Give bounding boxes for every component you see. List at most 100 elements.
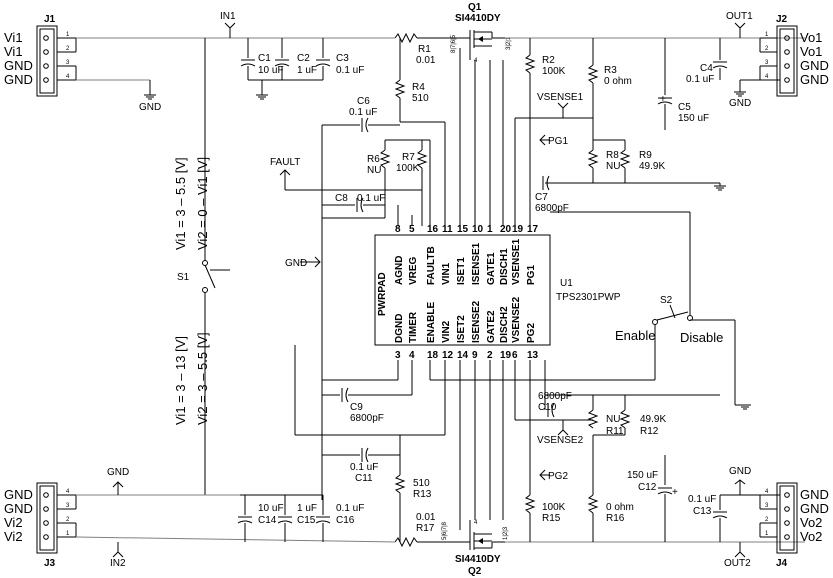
u1-bottom-pin-num: 3 xyxy=(395,350,401,361)
q2-pins-right: 1|2|3 xyxy=(503,526,509,540)
u1-top-pin-name: FAULTB xyxy=(426,246,437,285)
r15-val: 100K xyxy=(542,502,566,513)
u1-top-pin-name: ISET1 xyxy=(456,257,467,285)
gnd-label-out1: GND xyxy=(729,98,751,109)
c14-val: 10 uF xyxy=(258,503,284,514)
r1-ref: R1 xyxy=(418,44,431,55)
r4-ref: R4 xyxy=(412,82,425,93)
u1-top-pin-num: 20 xyxy=(500,224,512,235)
c15-ref: C15 xyxy=(297,515,316,526)
c12-ref: C12 xyxy=(638,482,657,493)
c3-ref: C3 xyxy=(336,53,349,64)
j3-num2: 3 xyxy=(66,503,70,509)
note-bot-b: Vi2 = 3 – 5.5 [V] xyxy=(195,332,210,425)
u1-bottom-pin-name: ISET2 xyxy=(456,315,467,343)
c4-ref: C4 xyxy=(700,63,713,74)
c8-val: 0.1 uF xyxy=(357,193,385,204)
vsense2-label: VSENSE2 xyxy=(537,435,584,446)
j4-ref: J4 xyxy=(776,558,788,569)
j2-ref: J2 xyxy=(776,14,788,25)
connector-j4: GND GND Vo2 Vo2 4 3 2 1 J4 xyxy=(759,482,829,569)
q2-gate-num: 4 xyxy=(474,520,478,526)
note-top-a: Vi1 = 3 – 5.5 [V] xyxy=(173,157,188,250)
r16-ref: R16 xyxy=(606,513,625,524)
j4-num4: 1 xyxy=(765,531,769,537)
u1-top-pin-name: GATE1 xyxy=(486,252,497,285)
caps-c14-c16: 10 uF C14 1 uF C15 0.1 uF C16 xyxy=(237,494,364,542)
r1-val: 0.01 xyxy=(416,55,436,66)
j3-pin3-label: Vi2 xyxy=(4,515,23,530)
ic-bottom-pins: DGND3TIMER4ENABLE18VIN212ISET214ISENSE29… xyxy=(394,296,539,361)
r4-val: 510 xyxy=(412,93,429,104)
q2-part: SI4410DY xyxy=(455,554,501,565)
j4-pin1-label: GND xyxy=(800,487,829,502)
q1-part: SI4410DY xyxy=(455,13,501,24)
u1-bottom-pin-name: PG2 xyxy=(526,323,537,343)
r7-val: 100K xyxy=(396,163,420,174)
c1-ref: C1 xyxy=(258,53,271,64)
j2-num1: 1 xyxy=(765,32,769,38)
j2-num3: 3 xyxy=(765,60,769,66)
u1-bottom-pin-name: DISCH2 xyxy=(499,306,510,343)
u1-bottom-pin-name: DGND xyxy=(394,314,405,343)
c8-ref: C8 xyxy=(335,193,348,204)
u1-bottom-pin-num: 13 xyxy=(527,350,539,361)
j3-ref: J3 xyxy=(44,558,56,569)
pg2-label: PG2 xyxy=(548,471,568,482)
r9-val: 49.9K xyxy=(639,161,665,172)
j1-ref: J1 xyxy=(44,14,56,25)
in2-label: IN2 xyxy=(110,558,126,569)
u1-bottom-pin-num: 6 xyxy=(512,350,518,361)
r11-ref: R11 xyxy=(606,426,624,437)
c14-ref: C14 xyxy=(258,515,277,526)
svg-text:+: + xyxy=(660,94,666,105)
j1-pin4-label: GND xyxy=(4,72,33,87)
u1-top-pin-name: PG1 xyxy=(526,265,537,285)
caps-c1-c3: C1 10 uF C2 1 uF C3 0.1 uF xyxy=(240,38,364,100)
q1-ref: Q1 xyxy=(468,2,482,13)
j3-pin1-label: GND xyxy=(4,487,33,502)
r12-ref: R12 xyxy=(640,426,659,437)
u1-top-pin-name: VIN1 xyxy=(441,262,452,285)
s2-disable-label: Disable xyxy=(680,330,723,345)
r2-ref: R2 xyxy=(542,55,555,66)
switch-s2: S2 Enable Disable xyxy=(430,211,752,410)
s2-ref: S2 xyxy=(660,295,673,306)
c6-val: 0.1 uF xyxy=(349,107,377,118)
u1-ref: U1 xyxy=(560,278,573,289)
connector-j1: Vi1 Vi1 GND GND 1 2 3 4 J1 xyxy=(4,14,77,97)
c11-val: 0.1 uF xyxy=(350,462,378,473)
u1-bottom-pin-name: ENABLE xyxy=(426,302,437,343)
u1-top-pin-name: AGND xyxy=(394,256,405,285)
c3-val: 0.1 uF xyxy=(336,65,364,76)
vsense1-label: VSENSE1 xyxy=(537,92,584,103)
r8-ref: R8 xyxy=(606,150,619,161)
connector-j2: Vo1 Vo1 GND GND 1 2 3 4 J2 xyxy=(759,14,829,97)
ic-u1: PWRPAD U1 TPS2301PWP xyxy=(374,234,621,346)
j4-num3: 2 xyxy=(765,517,769,523)
j1-num3: 3 xyxy=(66,60,70,66)
r6-val: NU xyxy=(367,165,381,176)
r13-val: 510 xyxy=(413,478,430,489)
r11-val: NU xyxy=(606,414,620,425)
c2-ref: C2 xyxy=(297,53,310,64)
r3-ref: R3 xyxy=(604,65,617,76)
voltage-notes: Vi1 = 3 – 5.5 [V] Vi2 = 0 – Vi1 [V] Vi1 … xyxy=(173,157,210,425)
u1-bottom-pin-name: VSENSE2 xyxy=(511,296,522,343)
u1-top-pin-num: 10 xyxy=(472,224,484,235)
j2-num4: 4 xyxy=(765,74,769,80)
u1-part: TPS2301PWP xyxy=(556,292,621,303)
c2-val: 1 uF xyxy=(297,65,317,76)
u1-bottom-pin-name: TIMER xyxy=(408,311,419,343)
r3-val: 0 ohm xyxy=(604,76,632,87)
r7-ref: R7 xyxy=(402,152,415,163)
q2-ref: Q2 xyxy=(468,566,482,577)
u1-top-pin-num: 8 xyxy=(395,224,401,235)
fault-label: FAULT xyxy=(270,157,300,168)
c16-ref: C16 xyxy=(336,515,355,526)
mosfet-q2: 4 5|6|7|8 1|2|3 SI4410DY Q2 xyxy=(442,520,509,577)
connector-j3: GND GND Vi2 Vi2 4 3 2 1 J3 xyxy=(4,482,77,569)
q1-pins-right: 3|2|1 xyxy=(506,36,512,50)
pg1-label: PG1 xyxy=(548,136,568,147)
